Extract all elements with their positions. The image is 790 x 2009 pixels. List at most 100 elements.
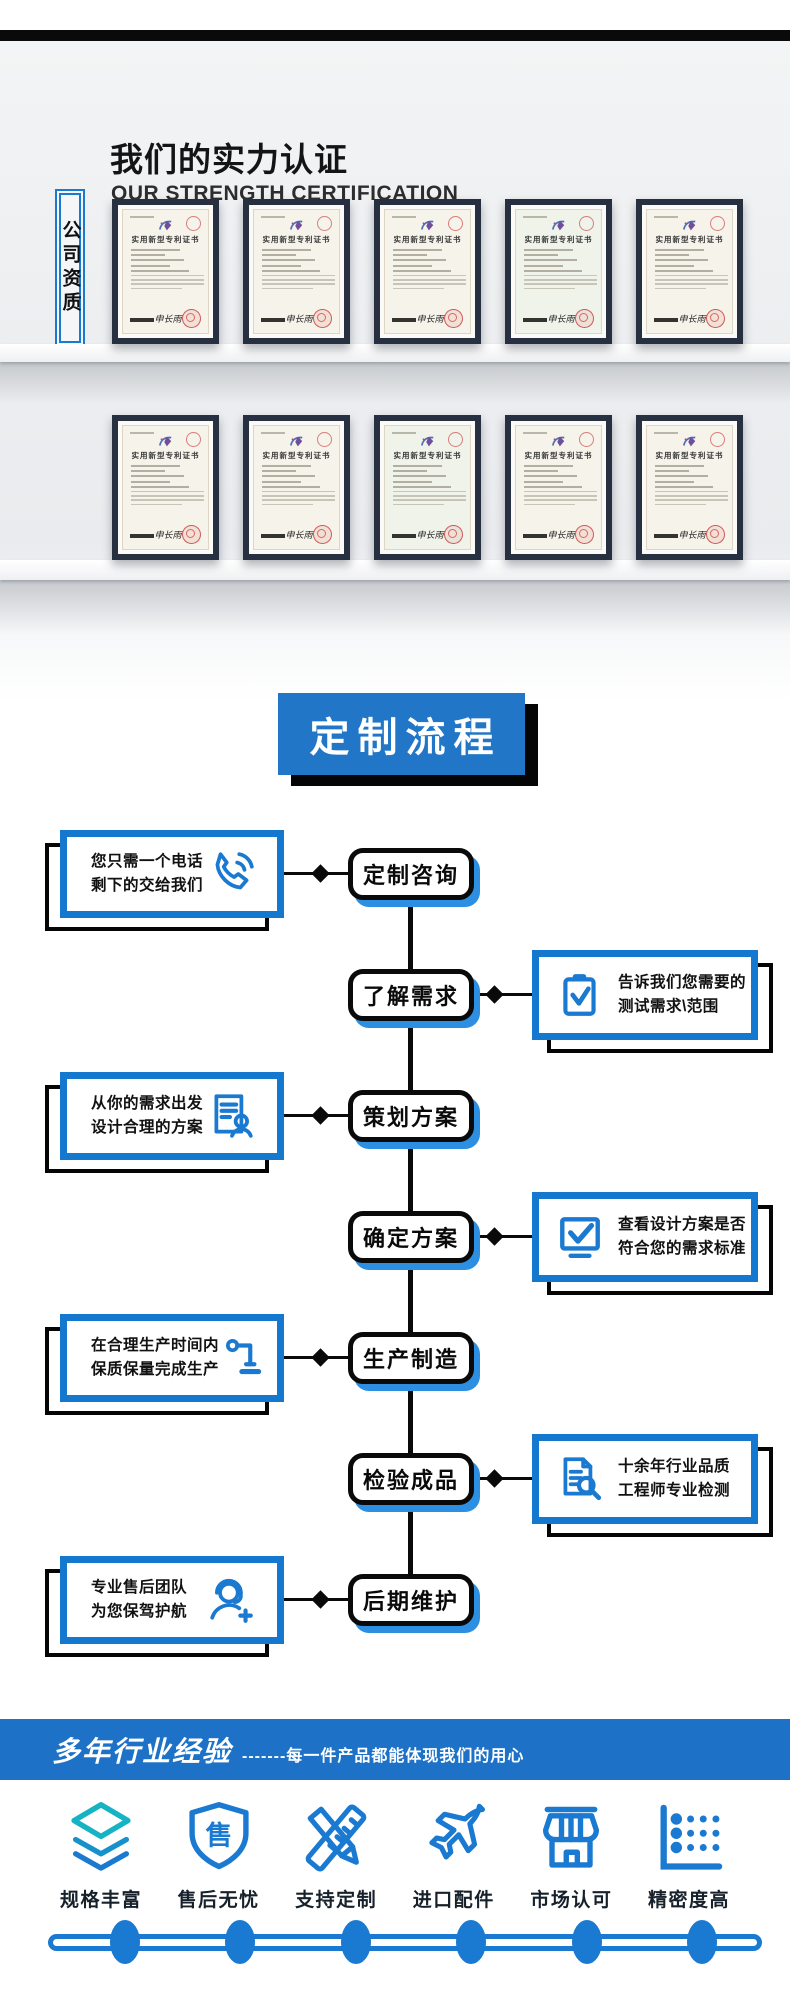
tab-inner-border: 公司资质 [59, 193, 81, 343]
certificate-title: 实用新型专利证书 [393, 450, 462, 460]
certificate-paragraph [516, 274, 601, 290]
document-person-icon [214, 1094, 253, 1138]
node-label: 定制咨询 [362, 863, 459, 888]
certificate-mat: 实用新型专利证书 申长雨 [380, 421, 475, 554]
progress-dot [456, 1920, 486, 1964]
certificate-frame: 实用新型专利证书 申长雨 [243, 415, 350, 560]
certificate-footer: 申长雨 [523, 309, 594, 328]
barcode-icon [392, 534, 416, 538]
certification-section: 我们的实力认证 OUR STRENGTH CERTIFICATION 公司资质 [0, 41, 790, 701]
connector-line [474, 1477, 532, 1480]
phone-icon [215, 852, 254, 890]
node-label: 策划方案 [362, 1105, 459, 1130]
feature-label: 售后无忧 [177, 1890, 260, 1911]
certificate-header-line [523, 432, 547, 434]
barcode-icon [392, 318, 416, 322]
certificate-frame: 实用新型专利证书 申长雨 [505, 199, 612, 344]
certificate-footer: 申长雨 [523, 525, 594, 544]
certificate-paragraph [385, 274, 470, 290]
step-desc-box: 查看设计方案是否符合您的需求标准 [532, 1192, 773, 1295]
certificate-mat: 实用新型专利证书 申长雨 [380, 205, 475, 338]
patent-certificate: 实用新型专利证书 申长雨 [384, 425, 471, 550]
signature: 申长雨 [547, 314, 575, 324]
patent-certificate: 实用新型专利证书 申长雨 [122, 425, 209, 550]
seal-icon [317, 216, 332, 231]
certificate-footer: 申长雨 [130, 525, 201, 544]
certificate-header-line [261, 432, 285, 434]
step-desc-text: 告诉我们您需要的测试需求\范围 [618, 973, 747, 1015]
feature-label: 市场认可 [530, 1890, 613, 1911]
patent-certificate: 实用新型专利证书 申长雨 [646, 209, 733, 334]
cnipa-logo-icon [551, 436, 564, 446]
patent-certificate: 实用新型专利证书 申长雨 [515, 209, 602, 334]
tab-company-qualification[interactable]: 公司资质 [55, 189, 85, 347]
certificate-mat: 实用新型专利证书 申长雨 [249, 421, 344, 554]
node-label: 了解需求 [362, 984, 459, 1009]
certificate-header-line [261, 216, 285, 218]
barcode-icon [523, 534, 547, 538]
precision-chart-icon [660, 1804, 723, 1870]
certificate-footer: 申长雨 [261, 309, 332, 328]
feature-market: 市场认可 [515, 1800, 627, 1912]
certificate-header-line [654, 432, 678, 434]
storefront-icon [543, 1806, 600, 1868]
seal-icon [181, 525, 201, 544]
step-desc-text: 十余年行业品质工程师专业检测 [618, 1457, 731, 1499]
progress-dot [687, 1920, 717, 1964]
signature: 申长雨 [547, 530, 575, 540]
seal-icon [574, 309, 594, 328]
document-search-icon [563, 1457, 602, 1501]
certificate-title: 实用新型专利证书 [524, 234, 593, 244]
signature: 申长雨 [416, 530, 444, 540]
certificate-frame: 实用新型专利证书 申长雨 [636, 199, 743, 344]
certificate-mat: 实用新型专利证书 申长雨 [118, 205, 213, 338]
shelf-bottom-shadow [0, 580, 790, 635]
barcode-icon [130, 318, 154, 322]
certificate-footer: 申长雨 [392, 525, 463, 544]
certificate-paragraph [516, 490, 601, 506]
certificate-frame: 实用新型专利证书 申长雨 [505, 415, 612, 560]
seal-icon [186, 432, 201, 447]
cnipa-logo-icon [420, 220, 433, 230]
process-node-confirm: 确定方案 [348, 1211, 474, 1263]
signature: 申长雨 [154, 530, 182, 540]
barcode-icon [654, 318, 678, 322]
certificate-title: 实用新型专利证书 [131, 450, 200, 460]
feature-aftersales: 售 售后无忧 [163, 1800, 275, 1912]
ruler-pencil-icon [305, 1804, 367, 1872]
step-desc-text: 专业售后团队为您保驾护航 [91, 1578, 188, 1620]
connector-line [474, 993, 532, 996]
certificate-fields [385, 464, 470, 489]
seal-icon [448, 216, 463, 231]
node-label: 检验成品 [362, 1468, 459, 1493]
step-desc-box: 专业售后团队为您保驾护航 [45, 1556, 284, 1657]
patent-certificate: 实用新型专利证书 申长雨 [253, 425, 340, 550]
feature-label: 精密度高 [647, 1890, 730, 1911]
certificate-mat: 实用新型专利证书 申长雨 [249, 205, 344, 338]
step-desc-box: 告诉我们您需要的测试需求\范围 [532, 950, 773, 1053]
certificate-paragraph [385, 490, 470, 506]
barcode-icon [523, 318, 547, 322]
certificate-footer: 申长雨 [654, 309, 725, 328]
airplane-icon [429, 1803, 485, 1860]
seal-icon [317, 432, 332, 447]
patent-certificate: 实用新型专利证书 申长雨 [515, 425, 602, 550]
certificate-frame: 实用新型专利证书 申长雨 [374, 199, 481, 344]
certificate-frame: 实用新型专利证书 申长雨 [112, 199, 219, 344]
seal-icon [448, 432, 463, 447]
certificate-frame: 实用新型专利证书 申长雨 [374, 415, 481, 560]
progress-dot [341, 1920, 371, 1964]
robot-arm-icon [225, 1338, 262, 1375]
progress-dot [110, 1920, 140, 1964]
certificate-mat: 实用新型专利证书 申长雨 [642, 421, 737, 554]
feature-label: 进口配件 [412, 1890, 495, 1911]
patent-certificate: 实用新型专利证书 申长雨 [384, 209, 471, 334]
seal-icon [705, 309, 725, 328]
barcode-icon [130, 534, 154, 538]
node-label: 确定方案 [362, 1226, 459, 1251]
layers-icon [71, 1802, 131, 1871]
process-title: 定制流程 [309, 716, 502, 760]
signature: 申长雨 [285, 314, 313, 324]
process-node-inspection: 检验成品 [348, 1453, 474, 1505]
certificate-header-line [654, 216, 678, 218]
